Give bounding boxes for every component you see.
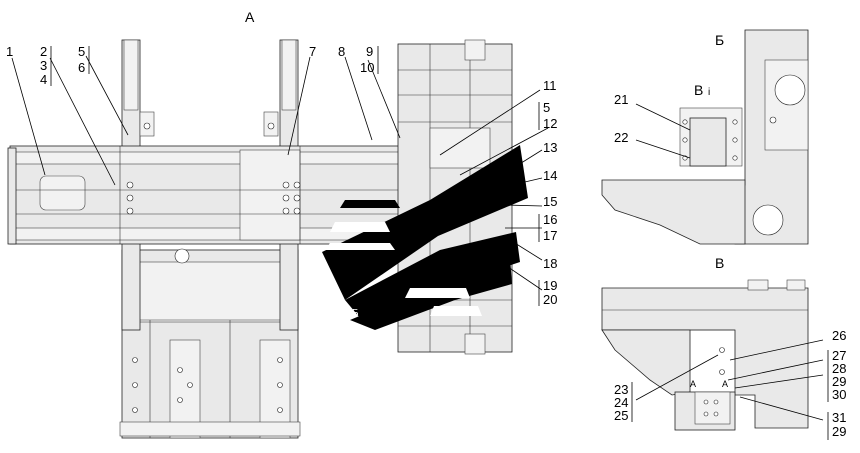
chevron-logo: Б <box>322 145 528 330</box>
view-titles: А Б В i В А А <box>245 9 728 389</box>
logo-glyph: Б <box>352 308 359 319</box>
section-mark-a-right: А <box>722 379 728 389</box>
callout-9: 9 <box>366 44 373 59</box>
callout-29-lower: 29 <box>832 424 846 439</box>
callout-15: 15 <box>543 194 557 209</box>
callout-11: 11 <box>543 78 557 93</box>
callout-29-upper: 29 <box>832 374 846 389</box>
callout-23: 23 <box>614 382 628 397</box>
view-v-title: В <box>715 255 724 271</box>
callout-labels: 1 2 3 4 5 6 7 8 9 10 11 5 12 13 14 15 16… <box>6 44 846 440</box>
main-view-a <box>7 39 549 439</box>
callout-27: 27 <box>832 348 846 363</box>
callout-7: 7 <box>309 44 316 59</box>
callout-26: 26 <box>832 328 846 343</box>
callout-18: 18 <box>543 256 557 271</box>
lower-frame <box>119 249 301 439</box>
view-v-ref-subscript: i <box>708 87 710 98</box>
callout-19: 19 <box>543 278 557 293</box>
view-b-title: Б <box>715 32 724 48</box>
callout-30: 30 <box>832 387 846 402</box>
callout-1: 1 <box>6 44 13 59</box>
callout-20: 20 <box>543 292 557 307</box>
callout-2: 2 <box>40 44 47 59</box>
callout-13: 13 <box>543 140 557 155</box>
callout-28: 28 <box>832 361 846 376</box>
callout-8: 8 <box>338 44 345 59</box>
callout-17: 17 <box>543 228 557 243</box>
view-b <box>601 29 809 245</box>
callout-3: 3 <box>40 58 47 73</box>
callout-6: 6 <box>78 60 85 75</box>
callout-5-right: 5 <box>543 100 550 115</box>
callout-5-top: 5 <box>78 44 85 59</box>
callout-12: 12 <box>543 116 557 131</box>
callout-14: 14 <box>543 168 557 183</box>
callout-21: 21 <box>614 92 628 107</box>
callout-24: 24 <box>614 395 628 410</box>
callout-4: 4 <box>40 72 47 87</box>
callout-25: 25 <box>614 408 628 423</box>
section-mark-a-left: А <box>690 379 696 389</box>
view-v-ref-title: В <box>694 82 703 98</box>
callout-10: 10 <box>360 60 374 75</box>
callout-31: 31 <box>832 410 846 425</box>
callout-22: 22 <box>614 130 628 145</box>
view-a-title: А <box>245 9 255 25</box>
leader-lines-main <box>11 55 549 291</box>
callout-16: 16 <box>543 212 557 227</box>
view-v <box>601 279 824 431</box>
